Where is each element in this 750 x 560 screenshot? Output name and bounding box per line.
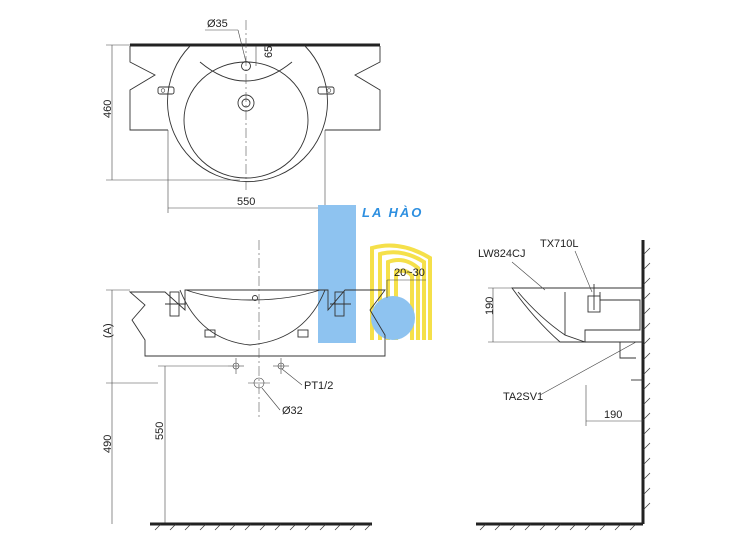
hole-diameter-label: Ø35 [207, 18, 228, 30]
rim-height-label: 550 [154, 422, 166, 440]
logo-text: LA HÀO [362, 205, 423, 220]
side-view: 190 190 LW824CJ TX710L TA2SV1 [476, 238, 651, 531]
part-trap-label: TA2SV1 [503, 391, 543, 403]
basin-outer-outline [167, 45, 328, 182]
part-bracket-leader [574, 250, 593, 293]
dia-leader [261, 387, 281, 411]
hole-offset-label: 65 [263, 46, 275, 58]
basin-side-inner [517, 291, 566, 336]
width-label: 550 [237, 196, 255, 208]
counter-side-outline [564, 292, 641, 343]
side-height-label: 190 [484, 297, 496, 315]
mount-height-label: (A) [102, 323, 114, 338]
front-left-bracket [165, 291, 186, 317]
pt-leader [281, 368, 303, 386]
part-bracket-label: TX710L [540, 238, 579, 250]
left-bracket-top [157, 86, 175, 95]
side-floor-hatch [479, 523, 637, 531]
basin-front-rim [185, 289, 321, 301]
side-projection-label: 190 [604, 409, 622, 421]
front-drain-hole [252, 295, 258, 301]
logo-yellow-stripes [370, 243, 432, 340]
basin-side-outline [511, 287, 644, 343]
supply-cross-right [273, 358, 289, 374]
logo-blue-bar [318, 205, 356, 343]
counter-left-outline [129, 46, 168, 131]
part-trap-leader [539, 341, 637, 396]
front-right-bracket [330, 291, 351, 317]
front-floor-hatch [154, 523, 372, 531]
side-trap-pipe [619, 342, 636, 359]
gap-label: 20~30 [394, 267, 425, 279]
drain-outlet-cross [248, 377, 270, 389]
part-basin-label: LW824CJ [478, 248, 525, 260]
front-view: 20~30 (A) PT1/2 Ø32 490 550 [102, 240, 426, 531]
basin-front-bowl [179, 289, 326, 346]
front-foot-right [297, 329, 309, 338]
top-view: Ø35 65 460 550 [102, 18, 381, 213]
supply-cross-left [228, 358, 244, 374]
drain-height-label: 490 [102, 435, 114, 453]
right-bracket-top [317, 86, 335, 95]
logo-blue-circle [371, 296, 415, 340]
brand-logo: LA HÀO [318, 205, 432, 343]
part-basin-leader [511, 261, 546, 291]
hole-dia-leader-arrow [237, 29, 247, 63]
side-wall-hatch [642, 247, 651, 511]
drain-thread-label: PT1/2 [304, 380, 333, 392]
counter-right-outline [325, 46, 381, 131]
depth-label: 460 [102, 100, 114, 118]
basin-back-rim [199, 61, 293, 82]
drain-diameter-label: Ø32 [282, 405, 303, 417]
front-foot-left [204, 329, 216, 338]
